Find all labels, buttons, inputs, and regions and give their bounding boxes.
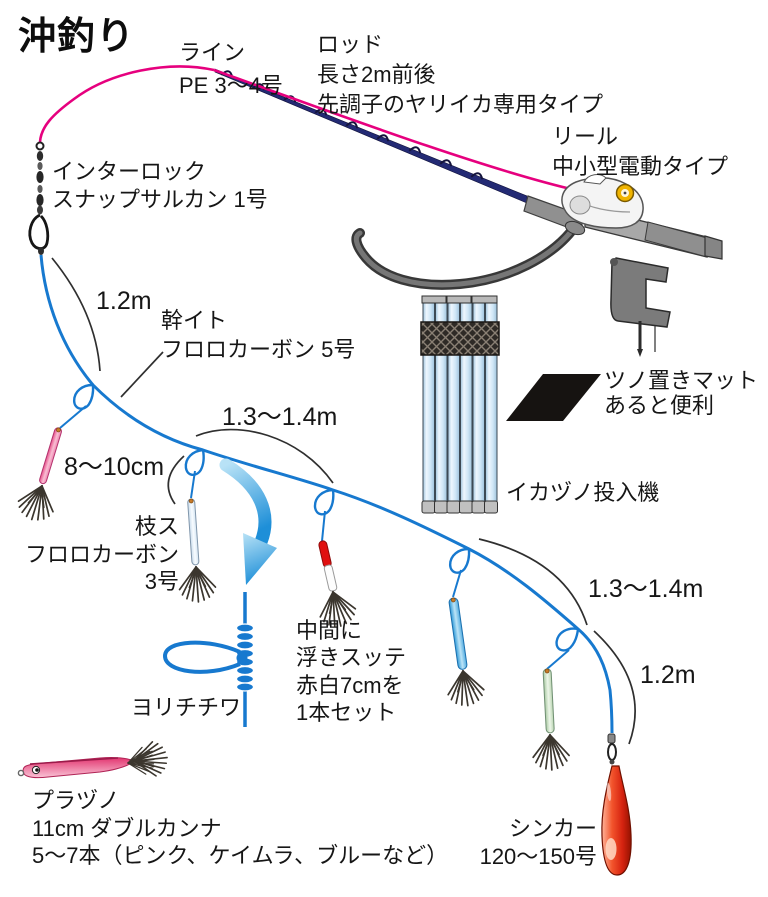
label-mid-sutte: 中間に 浮きスッテ 赤白7cmを 1本セット <box>296 617 406 726</box>
plazuno-jig <box>17 739 170 779</box>
jig-bristles <box>444 667 487 710</box>
label-rod-spec2: 先調子のヤリイカ専用タイプ <box>317 92 604 117</box>
launcher-feet <box>421 500 498 514</box>
squid-jig-blue <box>444 597 487 710</box>
label-plazuno-3: 5〜7本（ピンク、ケイムラ、ブルーなど） <box>32 843 449 868</box>
label-rod-name: ロッド <box>317 32 384 57</box>
instruction-arrow <box>219 458 277 585</box>
label-main-line-name: 幹イト <box>161 308 228 333</box>
label-line-name: ライン <box>179 40 246 65</box>
sinker-graphic <box>601 733 632 876</box>
label-mid-sutte-3: 赤白7cmを <box>296 672 404 698</box>
label-branch-line-1: 枝ス <box>134 514 179 539</box>
dropper-loop-1 <box>70 379 97 413</box>
reel-group <box>561 174 644 229</box>
jig-mat-graphic <box>506 374 601 421</box>
label-right-length1: 1.3〜1.4m <box>588 575 704 603</box>
label-mid-length: 1.3〜1.4m <box>222 403 338 431</box>
label-main-line: 幹イト フロロカーボン 5号 <box>161 306 355 364</box>
label-upper-length: 1.2m <box>96 287 152 315</box>
measure-arc-upper-12m <box>51 257 101 372</box>
squid-jig-green <box>531 668 571 772</box>
measure-arc-right-12m <box>593 630 636 745</box>
label-line: ライン PE 3〜4号 <box>179 36 283 102</box>
label-sinker-spec: 120〜150号 <box>479 844 597 869</box>
label-mat-2: あると便利 <box>604 393 715 418</box>
jig-nose-ring <box>17 769 25 777</box>
measure-arcs <box>51 257 636 745</box>
knot-junction <box>236 652 248 664</box>
label-reel-spec: 中小型電動タイプ <box>552 154 729 179</box>
measure-arc-right-13m <box>478 538 588 626</box>
label-snap-swivel-1: インターロック <box>52 159 207 184</box>
label-sinker-name: シンカー <box>508 816 597 841</box>
jig-bristles <box>531 733 571 772</box>
label-mat-1: ツノ置きマット <box>604 368 759 393</box>
label-reel-name: リール <box>552 124 619 149</box>
jig-bristles <box>177 564 218 605</box>
label-plazuno-1: プラヅノ <box>32 788 120 813</box>
float-sutte-red-white <box>314 540 360 632</box>
label-mat: ツノ置きマット あると便利 <box>604 368 758 418</box>
label-branch-line-2: フロロカーボン <box>24 541 179 567</box>
label-mid-sutte-1: 中間に <box>296 618 363 643</box>
label-line-spec: PE 3〜4号 <box>179 73 283 98</box>
label-snap-swivel: インターロック スナップサルカン 1号 <box>52 158 268 214</box>
squid-jig-pink <box>13 427 62 526</box>
bracket-branch-length <box>167 455 185 505</box>
label-branch-length: 8〜10cm <box>64 453 165 481</box>
label-plazuno-2: 11cm ダブルカンナ <box>32 815 222 841</box>
branch-lines <box>59 405 570 670</box>
snap-swivel-graphic <box>28 141 50 255</box>
label-reel: リール 中小型電動タイプ <box>552 122 728 182</box>
pointer-main-line <box>120 351 164 398</box>
knot-loop <box>162 640 241 674</box>
label-branch-line: 枝ス フロロカーボン 3号 <box>25 513 179 596</box>
label-mid-sutte-2: 浮きスッテ <box>296 645 407 671</box>
squid-jig-white <box>177 498 218 605</box>
label-rod-spec1: 長さ2m前後 <box>317 62 436 87</box>
label-rod: ロッド 長さ2m前後 先調子のヤリイカ専用タイプ <box>317 30 603 120</box>
page-title: 沖釣り <box>18 16 136 58</box>
dropper-loop-4 <box>446 543 473 577</box>
label-branch-line-3: 3号 <box>144 569 179 594</box>
label-plazuno: プラヅノ 11cm ダブルカンナ 5〜7本（ピンク、ケイムラ、ブルーなど） <box>32 787 448 870</box>
label-knot: ヨリチチワ <box>131 695 242 720</box>
launcher-caps <box>421 295 498 304</box>
measure-arc-mid-13m <box>195 428 334 484</box>
rod-clamp <box>610 257 671 357</box>
jig-launcher <box>420 295 500 514</box>
label-snap-swivel-2: スナップサルカン 1号 <box>52 187 268 212</box>
label-launcher: イカヅノ投入機 <box>506 480 660 505</box>
launcher-tubes <box>422 302 498 504</box>
yorichichiwa-knot <box>162 592 255 727</box>
jig-bristles <box>131 739 170 779</box>
label-right-length2: 1.2m <box>640 661 696 689</box>
power-cable-highlight <box>353 219 581 288</box>
label-sinker: シンカー 120〜150号 <box>480 815 597 871</box>
launcher-band <box>420 321 500 356</box>
pe-line-along-rod <box>213 68 576 192</box>
label-main-line-spec: フロロカーボン 5号 <box>161 337 356 362</box>
label-mid-sutte-4: 1本セット <box>296 699 397 725</box>
pe-line-curve <box>38 65 215 143</box>
